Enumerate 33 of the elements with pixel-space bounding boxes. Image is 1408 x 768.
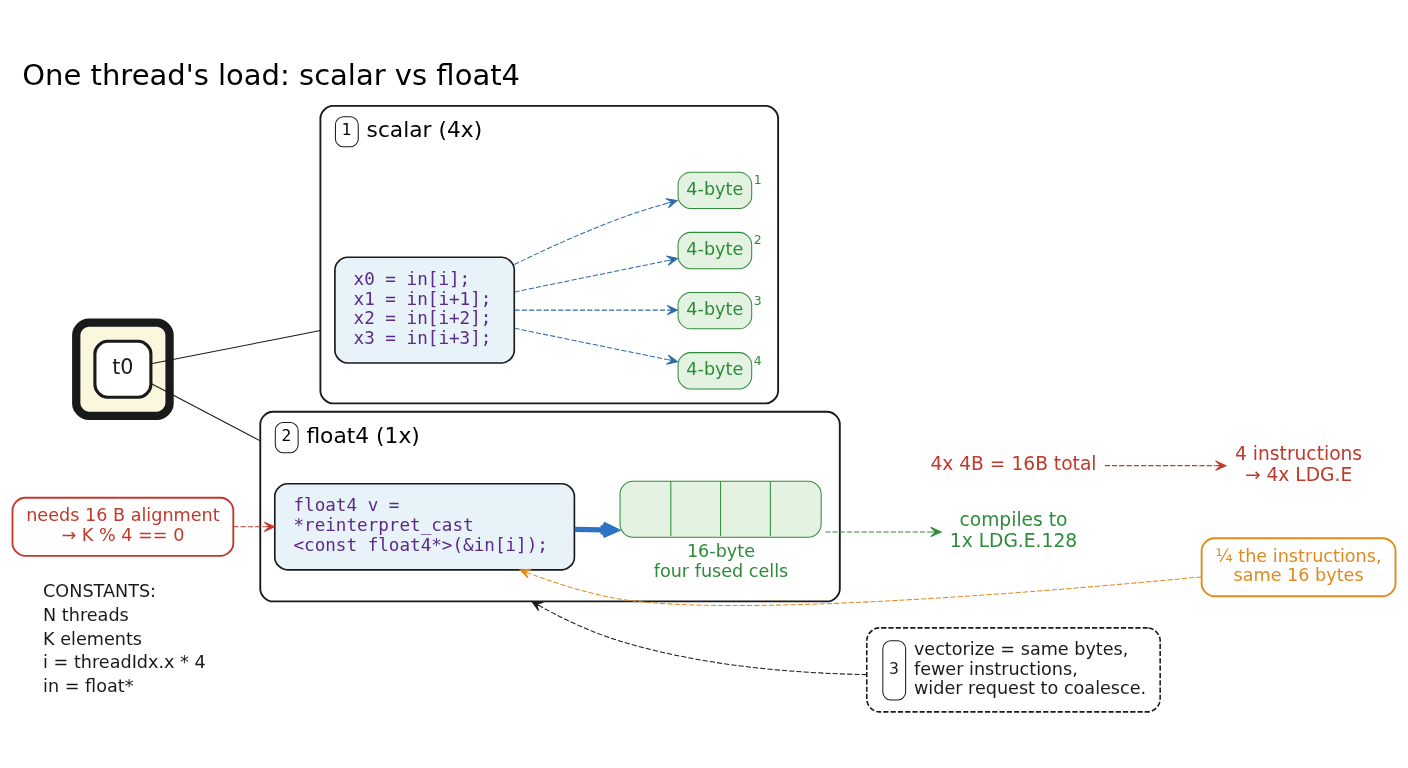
label: N threads: [43, 604, 129, 625]
node-label: 3: [753, 292, 762, 308]
node-box: float4 v = *reinterpret_cast <const float4*>(&in[i]);: [273, 482, 576, 571]
arrow: [514, 304, 679, 315]
node-box: t0: [93, 339, 153, 399]
node-label: 2: [753, 231, 762, 247]
connector: [150, 382, 261, 441]
node-box: needs 16 B alignment → K % 4 == 0: [11, 496, 235, 557]
node-box: 3 vectorize = same bytes, fewer instructions, wider request to coalesce.: [866, 626, 1161, 713]
arrow: [531, 600, 868, 675]
label: in = float*: [43, 675, 134, 696]
connector: [150, 329, 321, 364]
node-text: compiles to 1x LDG.E.128: [949, 508, 1078, 551]
arrow: [514, 327, 679, 365]
node-label: 4: [753, 352, 762, 368]
node-box: x0 = in[i]; x1 = in[i+1]; x2 = in[i+2]; x3 = in[i+3];: [334, 255, 516, 364]
arrow: [1104, 459, 1227, 471]
node-text: 4 instructions → 4x LDG.E: [1235, 442, 1363, 485]
arrow: [824, 526, 942, 537]
label: i = threadIdx.x * 4: [43, 651, 206, 672]
arrow: [514, 255, 679, 292]
arrow: [574, 521, 619, 538]
node-box: ¼ the instructions, same 16 bytes: [1200, 536, 1397, 597]
cluster: [72, 317, 174, 420]
node-label: 1: [753, 171, 762, 187]
node-text: 4x 4B = 16B total: [930, 452, 1097, 474]
node-label: 16-byte four fused cells: [653, 540, 789, 581]
arrow: [513, 197, 678, 265]
diagram-title: One thread's load: scalar vs float4: [22, 57, 521, 92]
arrow: [232, 521, 276, 532]
arrow: [519, 568, 1202, 606]
label: CONSTANTS:: [43, 580, 157, 601]
label: K elements: [43, 628, 143, 649]
